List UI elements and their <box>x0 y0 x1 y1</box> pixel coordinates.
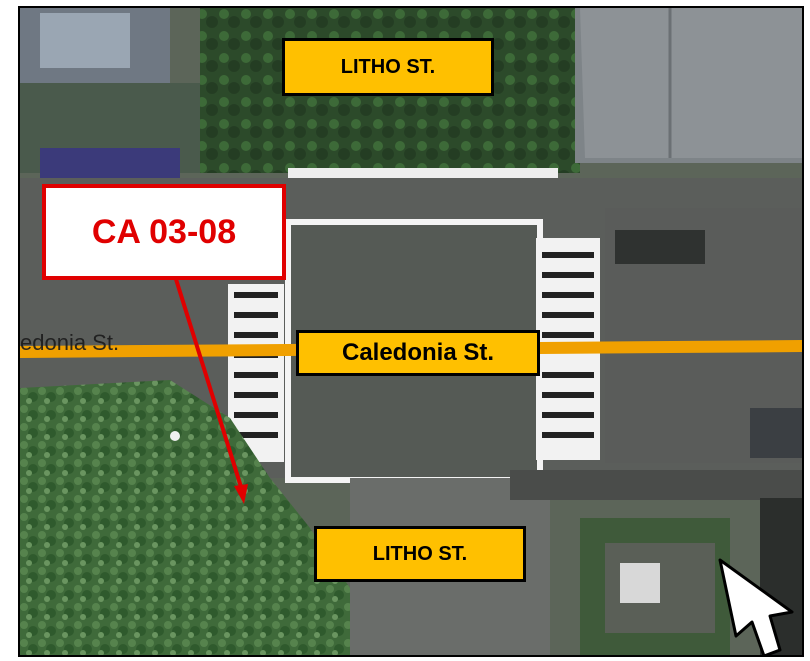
north-arrow-icon <box>718 558 794 655</box>
yard-object <box>620 563 660 603</box>
street-label-caledonia: Caledonia St. <box>296 330 540 376</box>
aerial-image <box>20 8 802 655</box>
pointer-arrow <box>173 275 248 504</box>
crosswalk-top <box>288 168 558 178</box>
pole-marker <box>170 431 180 441</box>
sidewalk-bottom-right <box>510 470 802 500</box>
location-callout: CA 03-08 <box>42 184 286 280</box>
street-label-litho-bottom: LITHO ST. <box>314 526 526 582</box>
parked-car-2 <box>750 408 802 458</box>
roof-top-right <box>580 8 802 158</box>
parked-car <box>615 230 705 264</box>
map-frame: edonia St. LITHO ST. Caledonia St. LITHO… <box>18 6 804 657</box>
street-label-left-partial: edonia St. <box>20 330 120 355</box>
trees-bottom-left <box>20 380 398 655</box>
street-label-litho-top: LITHO ST. <box>282 38 494 96</box>
roof-top-left <box>40 13 130 68</box>
